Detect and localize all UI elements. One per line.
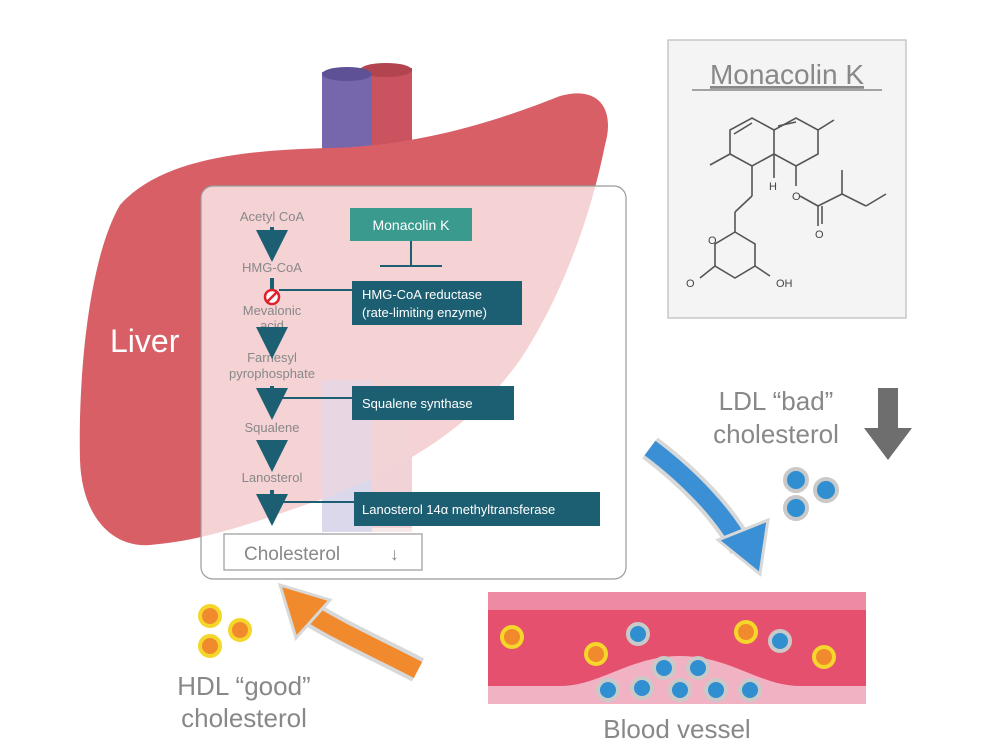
hdl-flow-arrow-icon <box>277 582 425 682</box>
step-acid: acid <box>260 318 284 333</box>
atom-o-ring: O <box>708 235 717 247</box>
atom-h: H <box>769 181 777 193</box>
hmg-reductase-label: HMG-CoA reductase <box>362 287 482 302</box>
inhibition-icon <box>263 288 281 306</box>
monacolin-structure-drawing <box>699 117 887 279</box>
enzyme-connectors <box>272 240 442 503</box>
step-lanosterol: Lanosterol <box>242 470 303 485</box>
atom-o-lactone: O <box>686 278 695 290</box>
step-farnesyl: Farnesyl <box>247 350 297 365</box>
lanosterol-label: Lanosterol 14α methyltransferase <box>362 502 555 517</box>
ldl-flow-arrow-icon <box>642 437 770 577</box>
step-acetyl-coa: Acetyl CoA <box>240 209 305 224</box>
vessel-particles <box>500 620 836 702</box>
blood-vessel-label: Blood vessel <box>603 714 750 744</box>
hdl-particles <box>198 604 252 658</box>
cholesterol-label: Cholesterol <box>244 544 340 565</box>
atom-o-carbonyl: O <box>815 229 824 241</box>
ldl-label-line1: LDL “bad” <box>719 386 834 416</box>
step-hmg-coa: HMG-CoA <box>242 260 302 275</box>
atom-o-ester: O <box>792 191 801 203</box>
liver-label: Liver <box>110 323 180 359</box>
monacolin-inhibitor-label: Monacolin K <box>372 217 450 233</box>
step-mevalonic: Mevalonic <box>243 303 302 318</box>
cholesterol-down-icon: ↓ <box>390 544 399 564</box>
hdl-label-line2: cholesterol <box>181 703 307 733</box>
atom-oh: OH <box>776 278 793 290</box>
ldl-particles <box>783 467 839 521</box>
ldl-label-line2: cholesterol <box>713 419 839 449</box>
squalene-synthase-box <box>352 386 514 420</box>
ldl-down-arrow-icon <box>864 388 912 460</box>
hmg-reductase-note: (rate-limiting enzyme) <box>362 305 487 320</box>
structure-title: Monacolin K <box>710 59 864 90</box>
hmg-reductase-box <box>352 281 522 325</box>
lanosterol-box <box>354 492 600 526</box>
squalene-synthase-label: Squalene synthase <box>362 396 473 411</box>
step-pyrophosphate: pyrophosphate <box>229 366 315 381</box>
hdl-label-line1: HDL “good” <box>177 671 310 701</box>
cholesterol-box <box>223 533 423 571</box>
step-squalene: Squalene <box>245 420 300 435</box>
monacolin-inhibitor-box <box>350 208 472 241</box>
